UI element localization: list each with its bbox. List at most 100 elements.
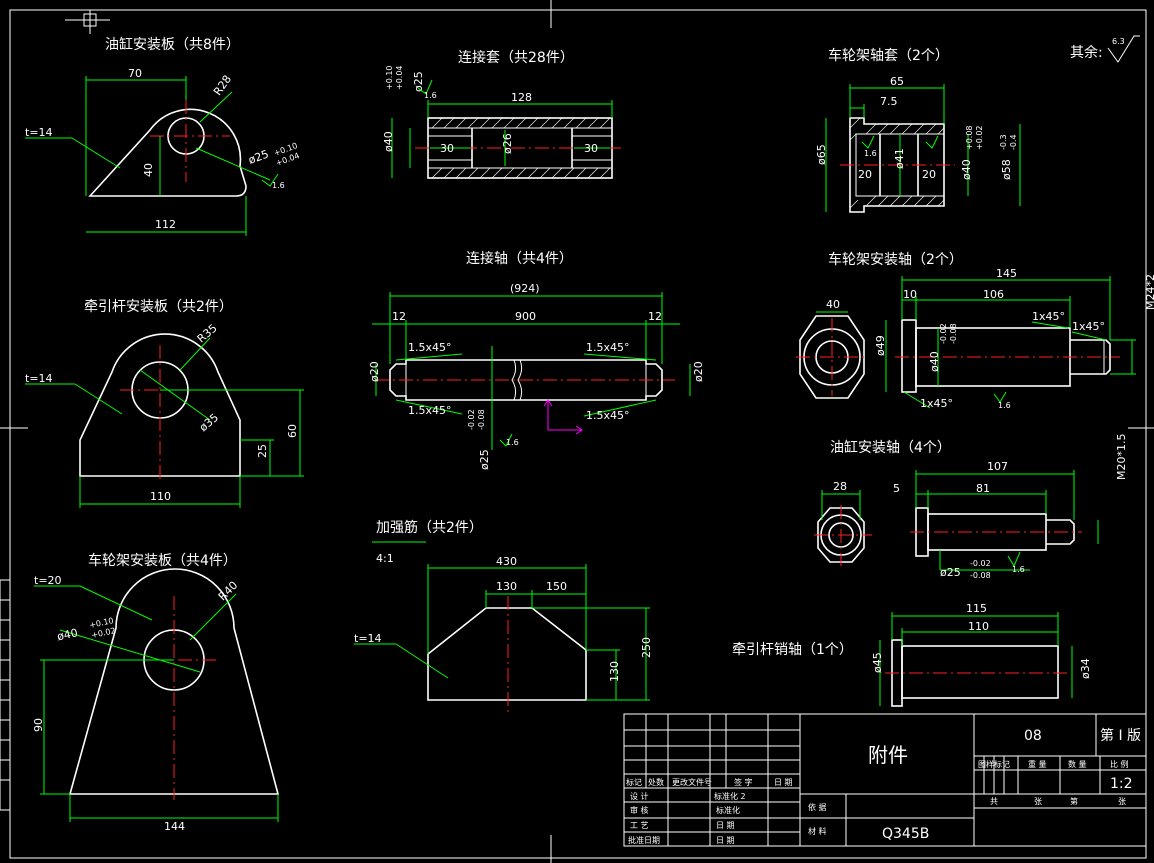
svg-text:日 期: 日 期: [716, 836, 735, 845]
dim-h130: 130: [608, 661, 621, 682]
part-title: 车轮架安装轴（2个）: [828, 251, 963, 268]
dim-924: (924): [510, 282, 540, 295]
hole-dim: ø25: [247, 148, 271, 167]
svg-text:标准化 2: 标准化 2: [714, 791, 746, 801]
head-count: 处数: [648, 777, 664, 787]
dim-25: 25: [256, 444, 269, 458]
part-drawbar-plate: 牵引杆安装板（共2件） 110 60 25 R35 ø35 t=14: [25, 299, 304, 508]
thickness-label: t=14: [354, 632, 382, 645]
svg-text:图样标记: 图样标记: [978, 759, 1010, 769]
dim-d65: ø65: [815, 144, 828, 165]
svg-text:1.6: 1.6: [1012, 565, 1025, 574]
drawing-name: 附件: [868, 743, 908, 767]
svg-text:-0.08: -0.08: [949, 323, 958, 344]
dim-d25: ø25: [940, 566, 961, 579]
dim-70: 70: [128, 67, 142, 80]
dim-65: 65: [890, 75, 904, 88]
dim-90: 90: [32, 718, 45, 732]
dim-d40: ø40: [56, 626, 79, 643]
dim-128: 128: [511, 91, 532, 104]
chamfer-1: 1.5x45°: [408, 341, 452, 354]
dim-7-5: 7.5: [880, 95, 898, 108]
part-title: 牵引杆销轴（1个）: [732, 642, 853, 658]
dim-d35: ø35: [197, 411, 221, 434]
roughness-value: 6.3: [1112, 37, 1125, 46]
material-value: Q345B: [882, 826, 929, 842]
svg-text:1.6: 1.6: [272, 181, 285, 190]
part-title: 车轮架轴套（2个）: [828, 47, 949, 64]
svg-text:-0.02: -0.02: [467, 409, 476, 430]
title-block: 标记 处数 更改文件号 签 字 日 期 设 计 审 核 工 艺 批准日期 标准化…: [623, 713, 1147, 847]
dim-id: ø26: [501, 133, 514, 154]
head-sign: 签 字: [734, 777, 753, 787]
head-date: 日 期: [774, 778, 793, 787]
dim-d45: ø45: [871, 652, 884, 673]
dim-d40: ø40: [928, 351, 941, 372]
dim-10: 10: [903, 288, 917, 301]
dim-d41: ø41: [893, 148, 906, 169]
dim-107: 107: [987, 460, 1008, 473]
part-cylinder-shaft: 油缸安装轴（4个） 28 107 5 81 M20*1.5 ø25 -0.02 …: [814, 434, 1128, 580]
left-margin-cells: [0, 579, 11, 811]
scale-label: 4:1: [376, 552, 394, 565]
dim-r35: R35: [195, 322, 220, 346]
part-title: 连接套（共28件）: [458, 49, 574, 66]
dim-5: 5: [893, 482, 900, 495]
dim-40: 40: [142, 163, 155, 177]
dim-hex-28: 28: [833, 480, 847, 493]
chamfer-2: 1.5x45°: [586, 341, 630, 354]
dim-t150: 150: [546, 580, 567, 593]
dim-hex-40: 40: [826, 298, 840, 311]
head-mark: 标记: [626, 777, 642, 787]
svg-text:数 量: 数 量: [1068, 759, 1087, 769]
part-title: 牵引杆安装板（共2件）: [84, 299, 233, 315]
dim-145: 145: [996, 267, 1017, 280]
dim-20a: 20: [858, 168, 872, 181]
chamfer-a: 1x45°: [1032, 310, 1065, 323]
part-connect-sleeve: 连接套（共28件）: [382, 49, 625, 179]
dim-d20-right: ø20: [692, 361, 705, 382]
svg-text:-0.4: -0.4: [1009, 134, 1018, 150]
dim-d25: ø25: [478, 449, 491, 470]
head-file: 更改文件号: [672, 777, 712, 787]
dim-t130: 130: [496, 580, 517, 593]
dim-144: 144: [164, 820, 185, 833]
part-title: 油缸安装轴（4个）: [830, 439, 951, 456]
dim-d20-left: ø20: [368, 361, 381, 382]
dim-60: 60: [286, 424, 299, 438]
dim-20b: 20: [922, 168, 936, 181]
row-design: 设 计: [630, 791, 649, 801]
dim-r28: R28: [211, 73, 234, 98]
dim-r40: R40: [216, 579, 240, 603]
material-label: 材 料: [808, 826, 827, 836]
dim-112: 112: [155, 218, 176, 231]
svg-text:比 例: 比 例: [1110, 759, 1129, 769]
dim-out: ø58: [1000, 159, 1013, 180]
dim-left-12: 12: [392, 310, 406, 323]
dim-900: 900: [515, 310, 536, 323]
thread-m20: M20*1.5: [1115, 434, 1128, 480]
dim-right-12: 12: [648, 310, 662, 323]
svg-text:-0.08: -0.08: [477, 409, 486, 430]
roughness-note: 其余: 6.3: [1070, 35, 1140, 63]
row-process: 工 艺: [630, 821, 649, 830]
part-rib: 加强筋（共2件） 4:1 430 130 150 130 250 t=14: [354, 519, 653, 716]
dim-81: 81: [976, 482, 990, 495]
roughness-label: 其余:: [1070, 44, 1103, 61]
row-approve: 批准日期: [628, 835, 660, 845]
part-connect-shaft: 连接轴（共4件） (924) 900 12 12 1.5x45° 1.5x45°…: [368, 250, 705, 470]
svg-text:日 期: 日 期: [716, 821, 735, 830]
thickness-label: t=20: [34, 574, 62, 587]
svg-text:+0.04: +0.04: [395, 65, 404, 90]
dim-fit: ø25: [412, 71, 425, 92]
dim-bore: ø40: [960, 159, 973, 180]
chamfer-4: 1.5x45°: [586, 409, 630, 422]
dim-d49: ø49: [874, 335, 887, 356]
dim-115: 115: [966, 602, 987, 615]
chamfer-3: 1.5x45°: [408, 404, 452, 417]
dim-left-30: 30: [440, 142, 454, 155]
part-title: 连接轴（共4件）: [466, 250, 573, 267]
part-title: 油缸安装板（共8件）: [105, 36, 240, 53]
